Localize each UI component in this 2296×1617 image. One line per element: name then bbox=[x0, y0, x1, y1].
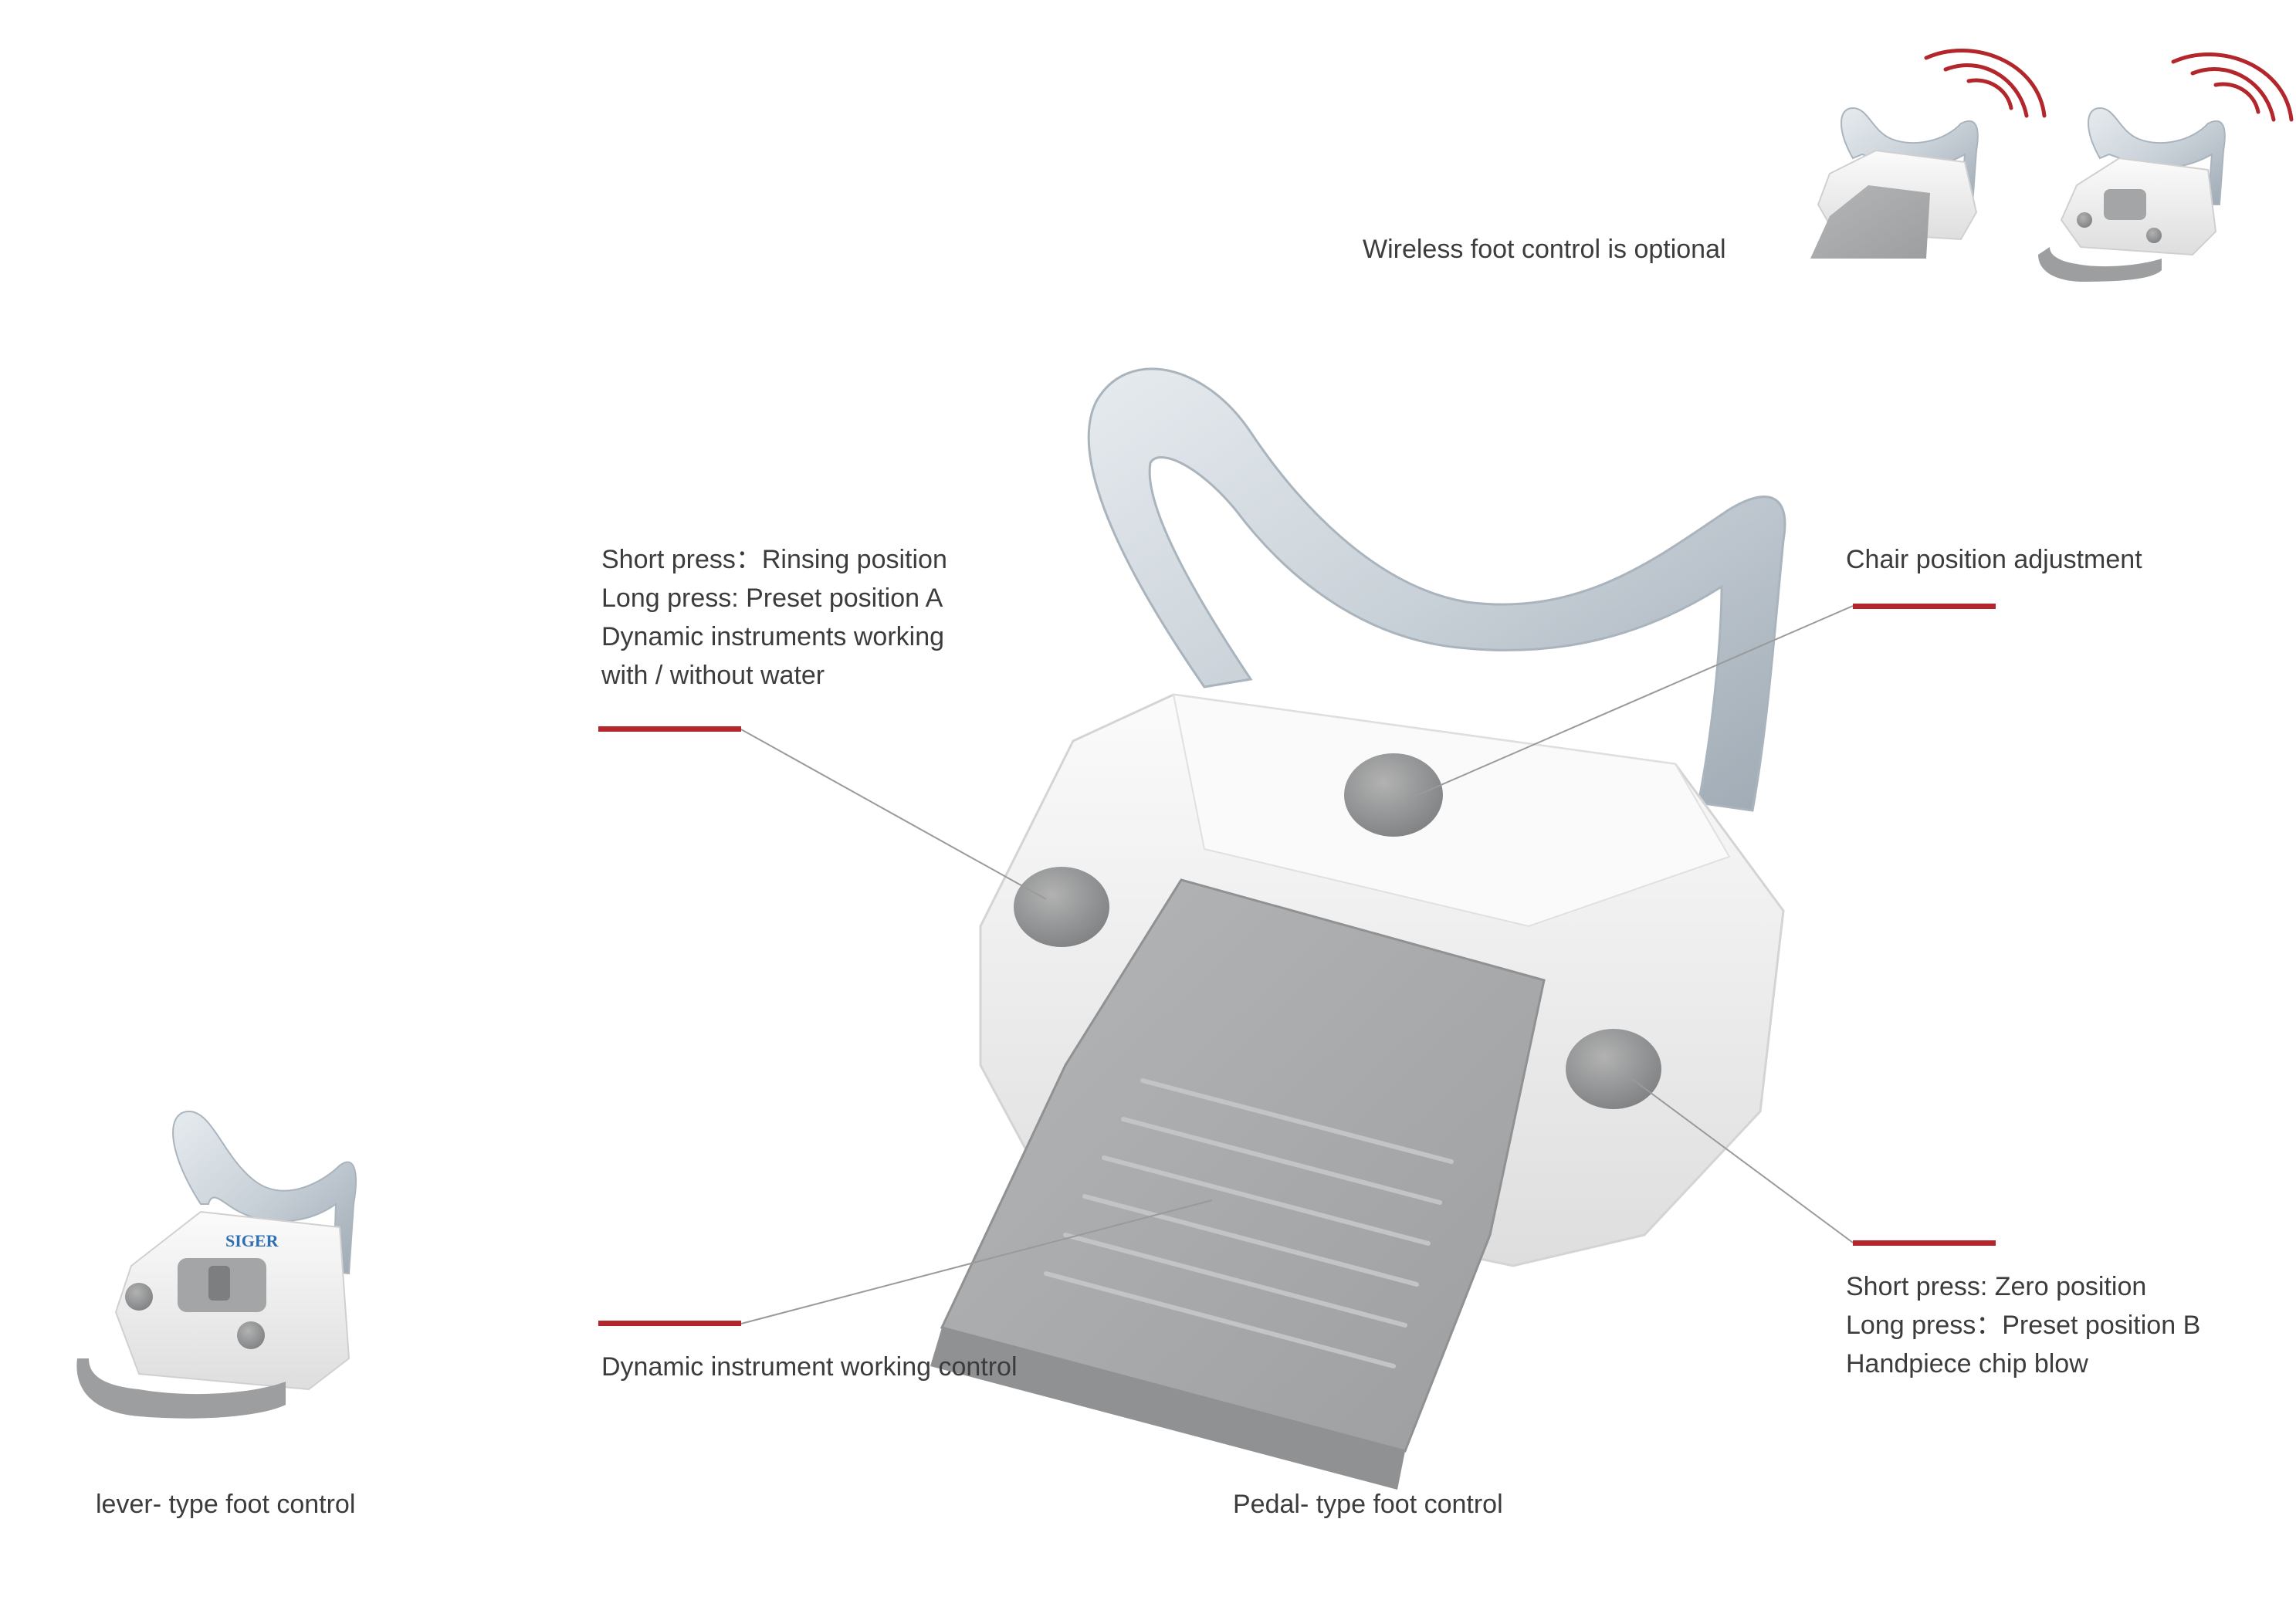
accent-bar-right-top bbox=[1853, 604, 1996, 609]
wireless-signal-icon bbox=[1924, 48, 2047, 118]
callout-right-bottom-line: Short press: Zero position bbox=[1846, 1272, 2147, 1301]
callout-right-bottom-line: Long press：Preset position B bbox=[1846, 1311, 2201, 1340]
leader-left-bottom bbox=[740, 1199, 1213, 1324]
wireless-pedal-pad bbox=[1810, 185, 1930, 259]
brand-logo: SIGER bbox=[225, 1231, 279, 1250]
callout-left-top-line: Long press: Preset position A bbox=[601, 584, 943, 613]
top-button bbox=[1344, 753, 1443, 837]
callout-right-top-line: Chair position adjustment bbox=[1846, 545, 2142, 574]
left-button bbox=[1014, 867, 1109, 947]
wireless-pedal-control bbox=[1810, 48, 2047, 259]
pedal-front-edge bbox=[930, 1328, 1405, 1490]
accent-bar-left-bottom bbox=[598, 1321, 741, 1326]
lever-foot-control-illustration: SIGER bbox=[76, 1110, 357, 1419]
callout-right-top: Chair position adjustment bbox=[1846, 540, 2142, 579]
wireless-lever-frame bbox=[2088, 107, 2226, 205]
wireless-signal-icon bbox=[2171, 52, 2294, 122]
accent-bar-left-top bbox=[598, 726, 741, 732]
wireless-lever-base bbox=[2038, 247, 2162, 282]
lever-handle-frame bbox=[172, 1110, 357, 1275]
callout-left-top-line: with / without water bbox=[601, 661, 825, 690]
callout-left-top: Short press：Rinsing position Long press:… bbox=[601, 540, 947, 695]
accent-bar-right-bottom bbox=[1853, 1240, 1996, 1246]
wireless-lever-control bbox=[2038, 52, 2294, 282]
wireless-note: Wireless foot control is optional bbox=[1363, 235, 1726, 264]
callout-left-bottom-line: Dynamic instrument working control bbox=[601, 1352, 1018, 1382]
lever-left-button bbox=[125, 1283, 153, 1311]
caption-pedal: Pedal- type foot control bbox=[1233, 1490, 1503, 1519]
wireless-lever-pad bbox=[2104, 189, 2146, 220]
callout-right-bottom: Short press: Zero position Long press：Pr… bbox=[1846, 1267, 2200, 1383]
callout-left-top-line: Dynamic instruments working bbox=[601, 622, 945, 651]
body-top-panel bbox=[1172, 693, 1731, 928]
leader-lines bbox=[740, 605, 1854, 1324]
right-button bbox=[1566, 1029, 1661, 1109]
lever-stick bbox=[208, 1266, 230, 1301]
wireless-lever-button-left bbox=[2077, 212, 2092, 228]
callout-right-bottom-line: Handpiece chip blow bbox=[1846, 1349, 2088, 1379]
leader-left-top bbox=[740, 729, 1047, 900]
caption-lever: lever- type foot control bbox=[96, 1490, 356, 1519]
lever-right-button bbox=[237, 1321, 265, 1349]
handle-frame bbox=[1087, 367, 1786, 812]
leader-right-top bbox=[1408, 605, 1854, 800]
callout-left-bottom: Dynamic instrument working control bbox=[601, 1348, 1018, 1386]
pedal-grooves bbox=[1044, 1078, 1454, 1368]
callout-left-top-line: Short press：Rinsing position bbox=[601, 545, 947, 574]
leader-right-bottom bbox=[1628, 1076, 1854, 1243]
pedal-foot-control-illustration bbox=[930, 367, 1786, 1490]
wireless-lever-button-right bbox=[2146, 228, 2162, 243]
lever-base bbox=[76, 1358, 286, 1419]
